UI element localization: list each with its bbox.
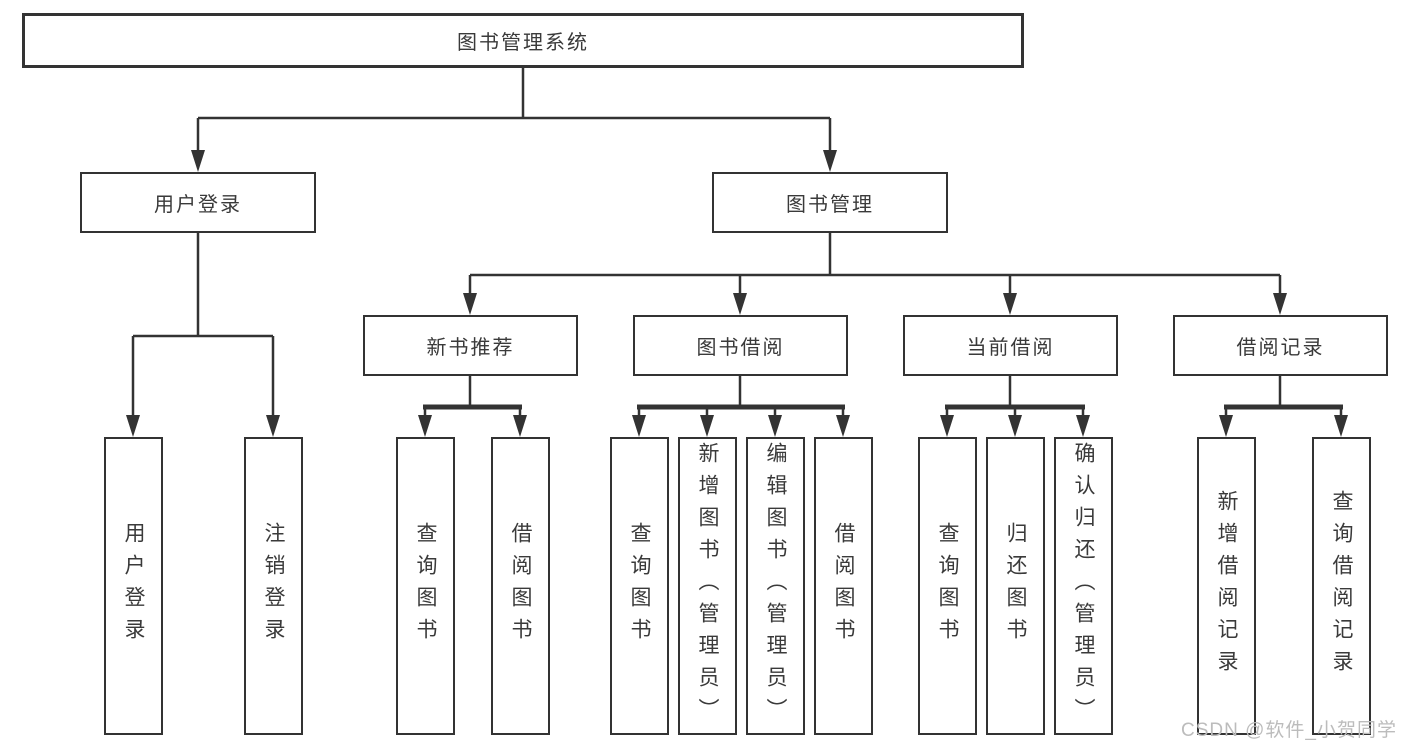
node-label: 图书管理 <box>786 194 874 216</box>
node-leaf-add-book-admin: 新增图书（管理员） <box>678 437 737 735</box>
node-leaf-confirm-return-admin: 确认归还（管理员） <box>1054 437 1113 735</box>
node-root: 图书管理系统 <box>22 13 1024 68</box>
node-leaf-user-login: 用户登录 <box>104 437 163 735</box>
node-leaf-logout: 注销登录 <box>244 437 303 735</box>
node-label: 借阅记录 <box>1236 337 1325 359</box>
node-borrow-records: 借阅记录 <box>1173 315 1388 376</box>
node-book-borrow: 图书借阅 <box>633 315 848 376</box>
node-leaf-query-books: 查询图书 <box>396 437 455 735</box>
node-label: 新增借阅记录 <box>1215 490 1238 682</box>
node-label: 查询图书 <box>628 522 651 650</box>
node-label: 用户登录 <box>154 194 242 216</box>
node-label: 图书借阅 <box>696 337 785 359</box>
node-current-borrow: 当前借阅 <box>903 315 1118 376</box>
csdn-watermark: CSDN @软件_小贺同学 <box>1181 720 1397 741</box>
node-label: 归还图书 <box>1004 522 1027 650</box>
node-label: 编辑图书（管理员） <box>764 442 787 730</box>
node-label: 用户登录 <box>122 522 145 650</box>
node-leaf-borrow-books: 借阅图书 <box>491 437 550 735</box>
node-label: 新增图书（管理员） <box>696 442 719 730</box>
node-label: 注销登录 <box>262 522 285 650</box>
node-leaf-query-books: 查询图书 <box>918 437 977 735</box>
node-leaf-return-book: 归还图书 <box>986 437 1045 735</box>
node-leaf-borrow-books: 借阅图书 <box>814 437 873 735</box>
node-label: 确认归还（管理员） <box>1072 442 1095 730</box>
node-leaf-edit-book-admin: 编辑图书（管理员） <box>746 437 805 735</box>
node-label: 查询图书 <box>936 522 959 650</box>
node-new-book-recommend: 新书推荐 <box>363 315 578 376</box>
node-book-management: 图书管理 <box>712 172 948 233</box>
node-label: 当前借阅 <box>966 337 1055 359</box>
node-leaf-query-books: 查询图书 <box>610 437 669 735</box>
node-label: 借阅图书 <box>509 522 532 650</box>
node-label: 查询借阅记录 <box>1330 490 1353 682</box>
node-label: 新书推荐 <box>426 337 515 359</box>
node-leaf-query-borrow-record: 查询借阅记录 <box>1312 437 1371 735</box>
node-root-label: 图书管理系统 <box>457 32 589 54</box>
node-label: 查询图书 <box>414 522 437 650</box>
node-leaf-add-borrow-record: 新增借阅记录 <box>1197 437 1256 735</box>
node-label: 借阅图书 <box>832 522 855 650</box>
node-user-login: 用户登录 <box>80 172 316 233</box>
